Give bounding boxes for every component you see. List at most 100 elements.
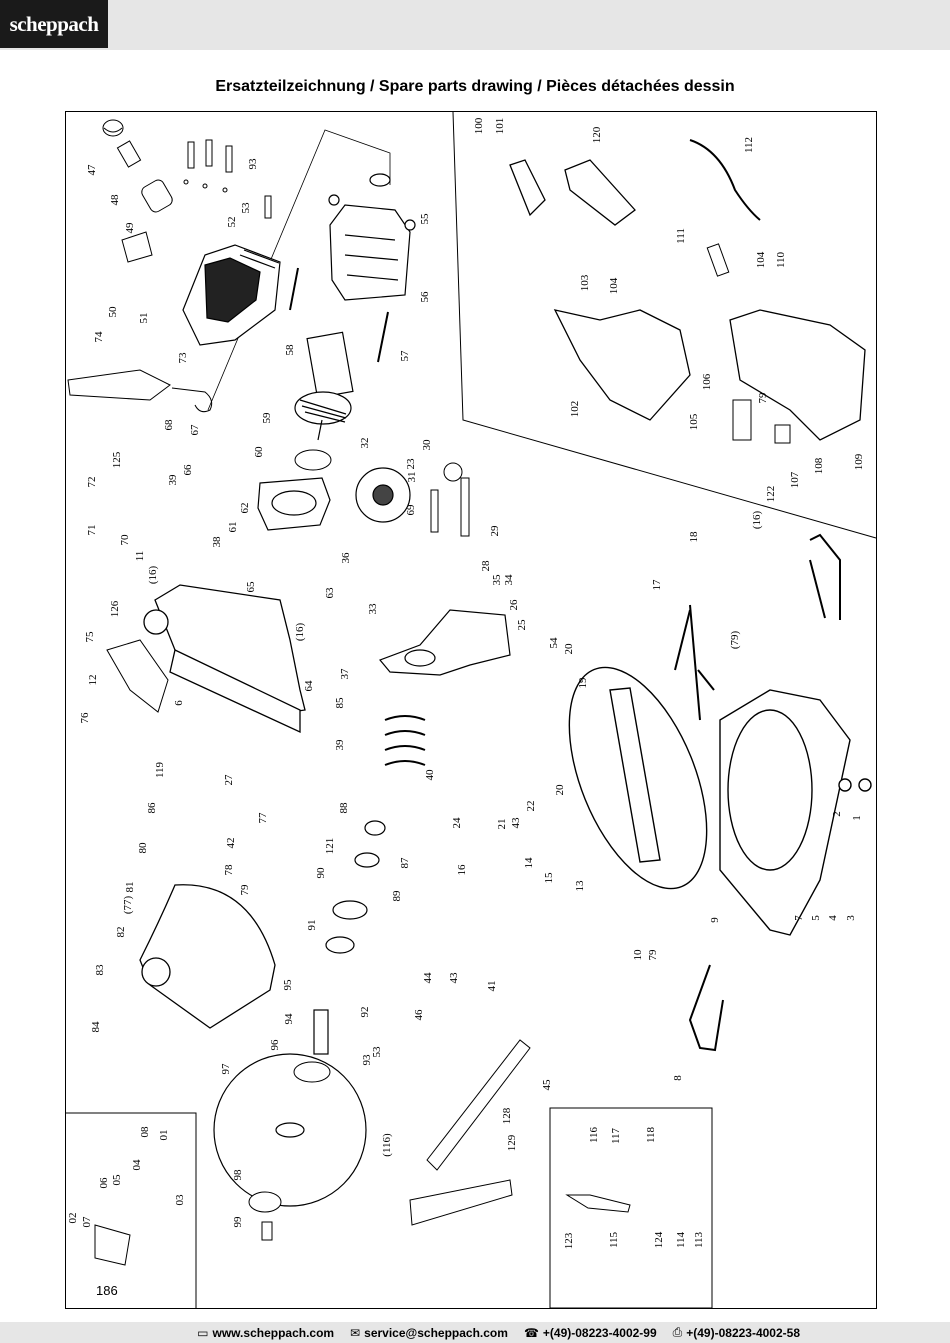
part-label: 48 — [109, 194, 121, 206]
part-label: 58 — [284, 344, 296, 356]
part-label: 85 — [334, 697, 346, 709]
handle-icon — [509, 159, 866, 441]
stator-icon — [328, 173, 416, 301]
part-label: 38 — [211, 536, 223, 548]
part-label: 84 — [90, 1021, 102, 1033]
computer-icon: ▭ — [197, 1325, 209, 1340]
part-label: (116) — [381, 1133, 393, 1157]
part-label: 97 — [220, 1063, 232, 1075]
part-label: 43 — [448, 972, 460, 984]
part-label: 79 — [647, 949, 659, 961]
part-label: 77 — [257, 812, 269, 824]
part-label: 95 — [282, 979, 294, 991]
part-label: 92 — [359, 1007, 371, 1018]
part-label: 83 — [94, 964, 106, 976]
part-label: 9 — [709, 917, 721, 923]
part-label: (16) — [147, 566, 159, 585]
part-label: 20 — [554, 784, 566, 796]
part-label: 73 — [177, 352, 189, 364]
part-label: 125 — [111, 451, 123, 468]
part-label: 103 — [579, 274, 591, 291]
part-label: 01 — [158, 1130, 170, 1141]
part-label: (16) — [751, 511, 763, 530]
part-label: 19 — [577, 677, 589, 689]
part-label: 116 — [588, 1126, 600, 1143]
part-label: 111 — [675, 228, 687, 244]
part-label: 57 — [399, 350, 411, 362]
part-label: 61 — [227, 522, 239, 533]
part-label: 122 — [765, 486, 777, 503]
part-label: 108 — [813, 457, 825, 474]
part-label: 5 — [810, 915, 822, 921]
part-label: 7 — [793, 915, 805, 921]
part-label: 52 — [226, 217, 238, 228]
blade-guard-icon — [139, 884, 276, 1029]
part-label: 121 — [324, 838, 336, 855]
part-label: 13 — [574, 880, 586, 892]
part-label: (16) — [294, 623, 306, 642]
part-label: 62 — [239, 503, 251, 514]
part-label: 2 — [831, 811, 843, 817]
motor-housing-icon — [182, 244, 281, 346]
part-label: 15 — [543, 872, 555, 884]
part-label: 18 — [688, 531, 700, 543]
header-bar — [0, 0, 950, 50]
mail-icon: ✉ — [350, 1325, 361, 1340]
footer-phone: ☎+(49)-08223-4002-99 — [523, 1325, 657, 1340]
fan-gear-icon — [355, 467, 411, 523]
part-label: 74 — [93, 331, 105, 343]
footer-email[interactable]: ✉service@scheppach.com — [350, 1325, 508, 1340]
part-label: 43 — [510, 817, 522, 829]
footer-web[interactable]: ▭www.scheppach.com — [197, 1325, 335, 1340]
part-label: 34 — [503, 574, 515, 586]
part-label: 68 — [163, 419, 175, 431]
part-label: 28 — [480, 560, 492, 572]
part-label: 45 — [541, 1079, 553, 1091]
inset-border-laser — [66, 1112, 197, 1308]
part-label: 1 — [851, 815, 863, 821]
part-label: 16 — [456, 864, 468, 876]
part-label: 49 — [124, 222, 136, 234]
part-label: 64 — [303, 680, 315, 692]
part-label: 04 — [131, 1159, 143, 1171]
part-label: 59 — [261, 412, 273, 424]
part-label: 54 — [548, 637, 560, 649]
part-label: 17 — [651, 579, 663, 591]
part-label: 66 — [182, 464, 194, 476]
part-label: 118 — [645, 1126, 657, 1143]
part-label: 10 — [632, 949, 644, 961]
part-label: 81 — [124, 882, 136, 893]
part-label: 98 — [232, 1169, 244, 1181]
part-label: (77) — [122, 896, 134, 915]
part-label: 70 — [119, 534, 131, 546]
inset-border-lever — [549, 1107, 713, 1309]
part-label: 35 — [491, 574, 503, 586]
part-label: 109 — [853, 453, 865, 470]
part-label: 79 — [239, 884, 251, 896]
part-label: 126 — [109, 600, 121, 617]
part-label: 30 — [421, 439, 433, 451]
contact-footer: ▭www.scheppach.com ✉service@scheppach.co… — [0, 1322, 950, 1343]
part-label: 113 — [693, 1231, 705, 1248]
part-label: 86 — [146, 802, 158, 814]
part-label: 27 — [223, 774, 235, 786]
part-label: 80 — [137, 842, 149, 854]
part-label: 40 — [424, 769, 436, 781]
part-label: 93 — [247, 158, 259, 170]
part-label: 65 — [245, 581, 257, 593]
part-label: 33 — [367, 603, 379, 615]
part-label: 42 — [225, 838, 237, 849]
part-label: 39 — [334, 739, 346, 751]
part-label: 100 — [473, 117, 485, 134]
gear-housing-icon — [257, 477, 331, 531]
inset-border-handles — [452, 111, 877, 539]
part-label: 41 — [486, 981, 498, 992]
part-label: 26 — [508, 599, 520, 611]
part-label: 110 — [775, 251, 787, 268]
spring-icon — [384, 715, 426, 766]
part-label: 79 — [757, 392, 769, 404]
part-label: 128 — [501, 1107, 513, 1124]
part-label: 123 — [563, 1232, 575, 1249]
armature-icon — [294, 331, 354, 441]
part-label: 3 — [845, 915, 857, 921]
